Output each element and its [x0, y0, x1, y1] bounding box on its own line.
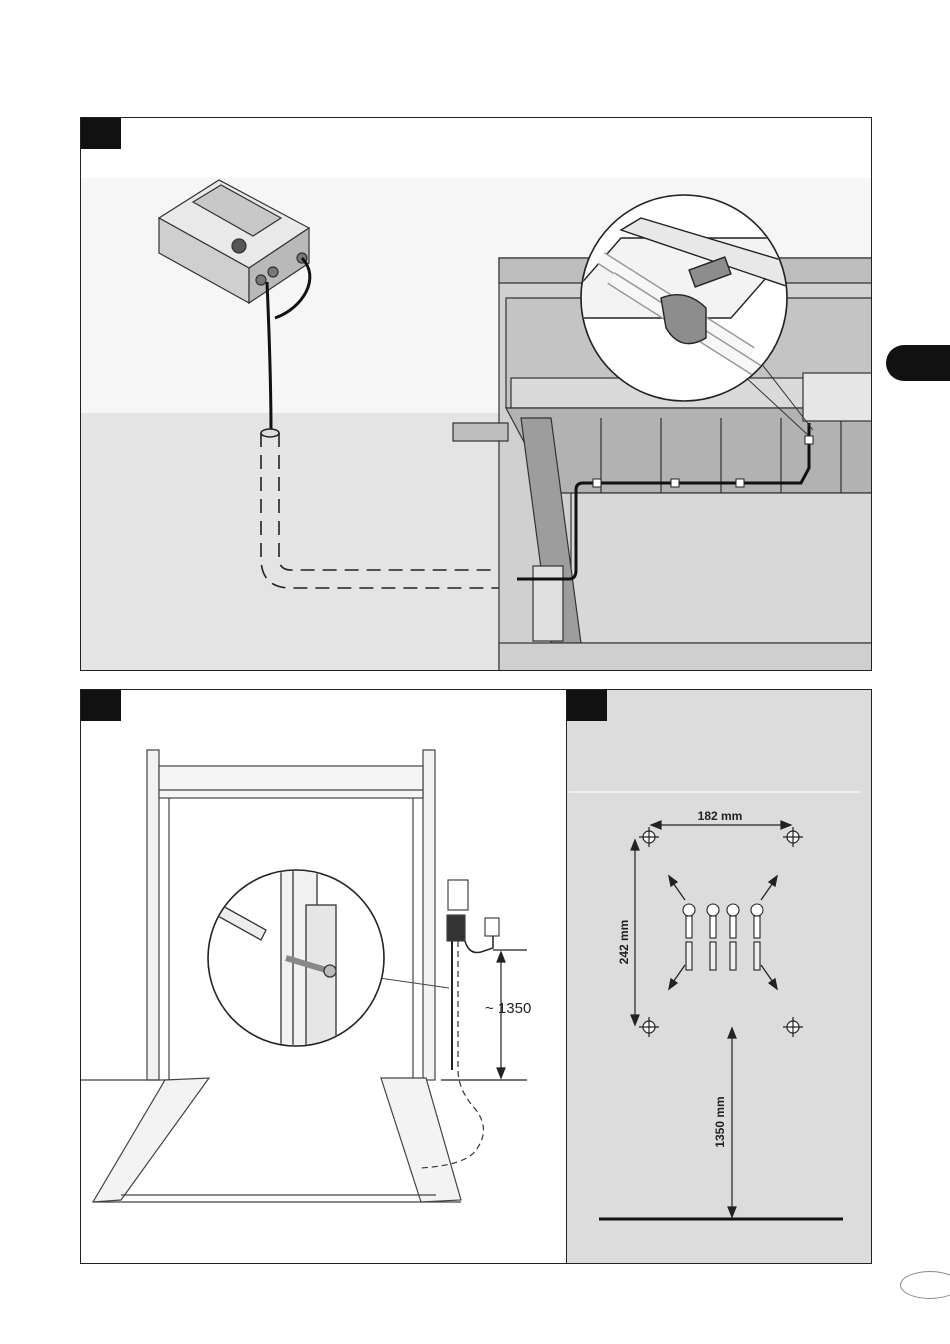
figure-panel-a-tab	[81, 118, 121, 149]
figure-panel-a	[80, 117, 872, 671]
hole-spacing-height-label: 242 mm	[617, 920, 631, 965]
detail-leader	[379, 978, 449, 988]
screw-and-anchor-icon	[683, 904, 763, 970]
mounting-height-label: ~ 1350	[485, 1000, 531, 1017]
floor-height-dimension	[728, 1028, 736, 1217]
detail-magnifier	[208, 860, 384, 1055]
page-number-oval	[900, 1271, 950, 1299]
figure-panel-c: 182 mm 242 mm 1350 mm	[566, 689, 872, 1264]
panel-a-illustration	[81, 118, 872, 671]
drill-hole-icon	[639, 827, 803, 1037]
hole-spacing-width-label: 182 mm	[698, 809, 743, 823]
direction-arrow-icon	[669, 876, 777, 989]
figure-panel-b-tab	[81, 690, 121, 721]
figure-panel-c-tab	[567, 690, 607, 721]
panel-c-illustration: 182 mm 242 mm 1350 mm	[567, 690, 872, 1264]
panel-b-illustration: ~ 1350	[81, 690, 567, 1264]
chapter-tab	[886, 345, 950, 381]
figure-panel-b: ~ 1350	[80, 689, 567, 1264]
mounting-height-label: 1350 mm	[713, 1096, 727, 1147]
height-dimension	[631, 840, 639, 1025]
